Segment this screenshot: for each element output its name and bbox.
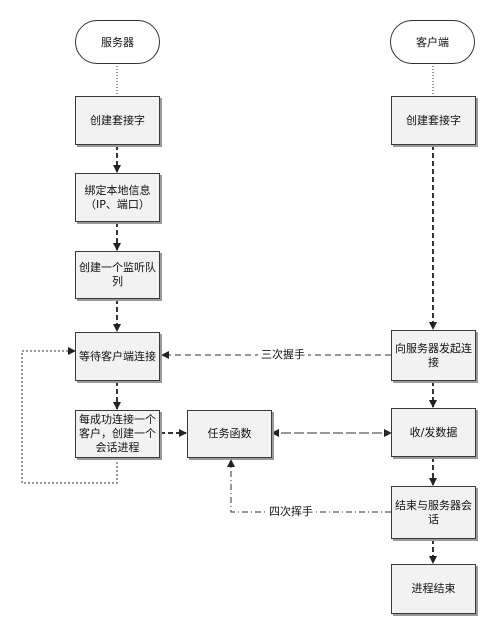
client-finish-node: 进程结束 xyxy=(391,564,476,614)
client-end-session-node: 结束与服务器会话 xyxy=(391,486,476,539)
client-create-socket-node: 创建套接字 xyxy=(391,96,476,145)
server-create-socket-node: 创建套接字 xyxy=(75,96,160,145)
client-io-node: 收/发数据 xyxy=(391,408,476,457)
server-terminal: 服务器 xyxy=(75,20,160,64)
server-wait-accept-node: 等待客户端连接 xyxy=(75,332,160,381)
server-listen-node: 创建一个监听队列 xyxy=(75,251,160,299)
server-session-node: 每成功连接一个客户，创建一个会话进程 xyxy=(75,410,160,458)
edge-four-way-handshake xyxy=(227,459,391,513)
client-terminal: 客户端 xyxy=(390,20,475,64)
client-connect-node: 向服务器发起连接 xyxy=(391,330,476,381)
four-way-handshake-label: 四次挥手 xyxy=(266,505,316,519)
task-function-node: 任务函数 xyxy=(187,410,272,458)
server-bind-node: 绑定本地信息（IP、端口） xyxy=(75,173,160,222)
three-way-handshake-label: 三次握手 xyxy=(258,348,308,362)
edge-session-loop-back xyxy=(21,347,118,484)
